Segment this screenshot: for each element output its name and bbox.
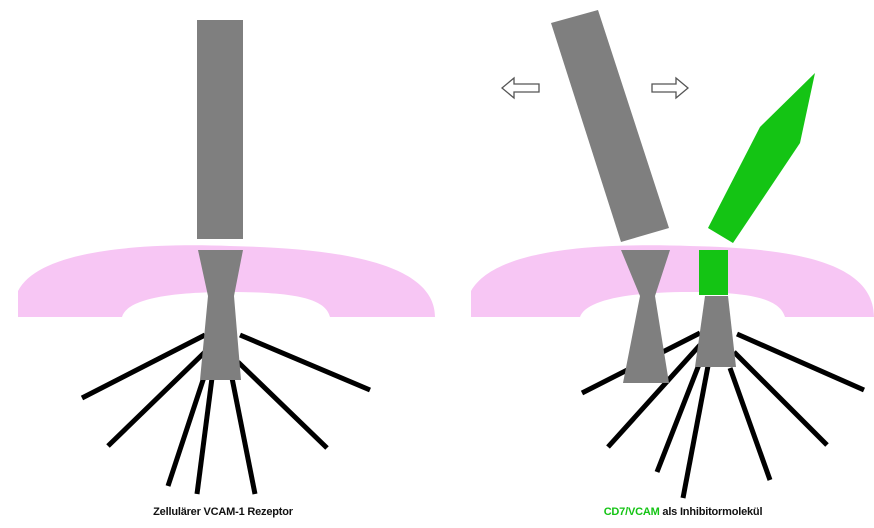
receptor-head-left: [197, 20, 243, 239]
inhibitor-stem-receptor: [695, 296, 736, 367]
receptor-neck-left: [198, 250, 243, 380]
receptor-head-right-tilted: [551, 10, 669, 242]
caption-left: Zellulärer VCAM-1 Rezeptor: [153, 506, 293, 518]
left-panel: [18, 20, 435, 494]
membrane-right: [471, 245, 874, 317]
caption-right: CD7/VCAM als Inhibitormolekül: [604, 506, 763, 518]
inhibitor-neck: [699, 250, 728, 295]
caption-right-text: als Inhibitormolekül: [660, 506, 763, 518]
right-panel: [471, 10, 874, 498]
inhibitor-head: [708, 73, 815, 243]
right-arrow-icon: [652, 78, 688, 98]
caption-right-highlight: CD7/VCAM: [604, 506, 660, 518]
left-arrow-icon: [502, 78, 539, 98]
caption-left-text: Zellulärer VCAM-1 Rezeptor: [153, 506, 293, 518]
